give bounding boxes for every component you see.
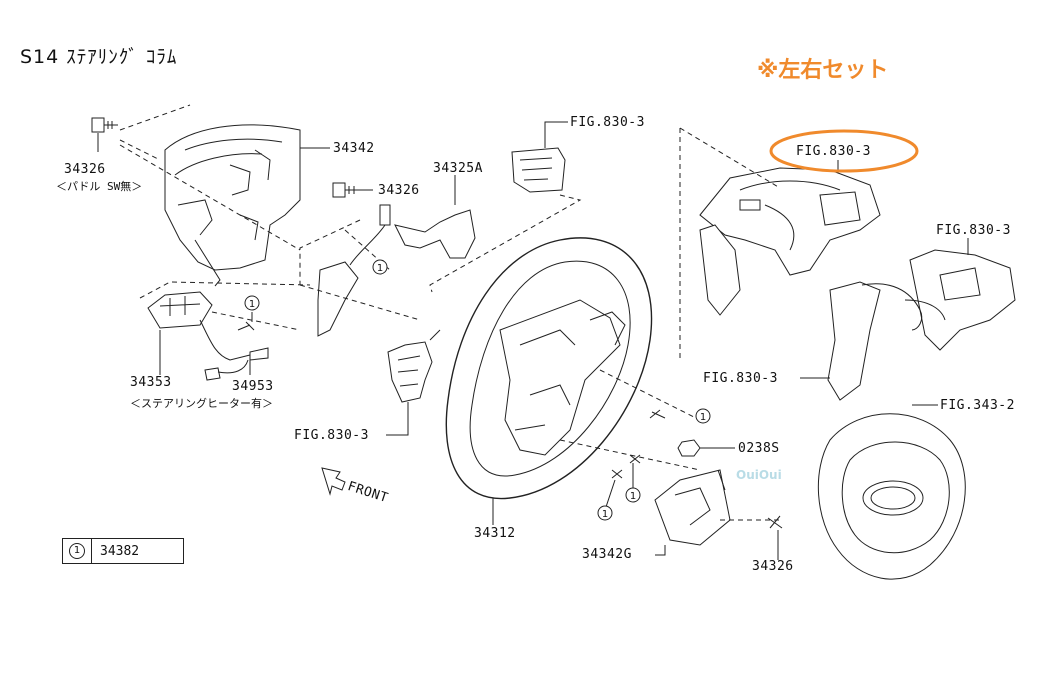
label-fig830-left: FIG.830-3 — [294, 428, 369, 443]
label-34326-top: 34326 — [64, 162, 106, 177]
label-paddle-sw-none: ＜パドル SW無＞ — [56, 180, 143, 193]
ref-marker-text: 1 — [700, 412, 706, 423]
right-switch-lower — [827, 249, 1016, 401]
ref-marker-text: 1 — [602, 509, 608, 520]
steering-wheel-34312 — [445, 237, 653, 500]
ref-marker-1: 1 — [597, 505, 613, 521]
label-34325A: 34325A — [433, 161, 483, 176]
ref-marker-1: 1 — [625, 487, 641, 503]
ref-marker-1: 1 — [244, 295, 260, 311]
label-34342G: 34342G — [582, 547, 632, 562]
label-fig830-center: FIG.830-3 — [703, 371, 778, 386]
ref-marker-text: 1 — [630, 491, 636, 502]
label-fig830-top: FIG.830-3 — [570, 115, 645, 130]
label-fig830-circled: FIG.830-3 — [796, 144, 871, 159]
set-note: ※左右セット — [757, 58, 889, 83]
label-34953: 34953 — [232, 379, 274, 394]
ref-marker-1: 1 — [695, 408, 711, 424]
watermark: OuiOui — [736, 468, 782, 482]
paddle-switch-34325A — [317, 204, 476, 337]
ref-marker-text: 1 — [249, 299, 255, 310]
steering-shroud-34342 — [164, 124, 301, 287]
switch-module-icon — [511, 147, 566, 193]
legend-box: 1 34382 — [62, 538, 184, 564]
front-arrow-icon — [321, 467, 346, 496]
ref-marker-1: 1 — [372, 259, 388, 275]
label-34342: 34342 — [333, 141, 375, 156]
bolt-icon — [91, 117, 118, 133]
label-fig830-right: FIG.830-3 — [936, 223, 1011, 238]
heater-switch-34353 — [147, 291, 213, 329]
nut-icon — [677, 439, 701, 457]
left-switch-module — [387, 341, 433, 403]
label-34326-bottom: 34326 — [752, 559, 794, 574]
bolt-icon — [332, 182, 360, 198]
right-switch-top — [699, 167, 881, 316]
legend-part: 34382 — [100, 543, 140, 559]
label-heater: ＜ステアリングヒーター有＞ — [130, 397, 273, 410]
label-34312: 34312 — [474, 526, 516, 541]
bolt-icon — [767, 515, 783, 560]
lower-cover-34342G — [654, 469, 731, 546]
label-34326-mid: 34326 — [378, 183, 420, 198]
page-title: S14 ｽﾃｱﾘﾝｸﾞ ｺﾗﾑ — [20, 46, 178, 68]
label-34353: 34353 — [130, 375, 172, 390]
legend-marker: 1 — [69, 543, 85, 559]
label-fig343: FIG.343-2 — [940, 398, 1015, 413]
label-0238S: 0238S — [738, 441, 780, 456]
ref-marker-text: 1 — [377, 263, 383, 274]
screw-icon — [649, 409, 666, 419]
highlight-ellipse — [769, 129, 919, 173]
airbag-module — [817, 413, 966, 580]
